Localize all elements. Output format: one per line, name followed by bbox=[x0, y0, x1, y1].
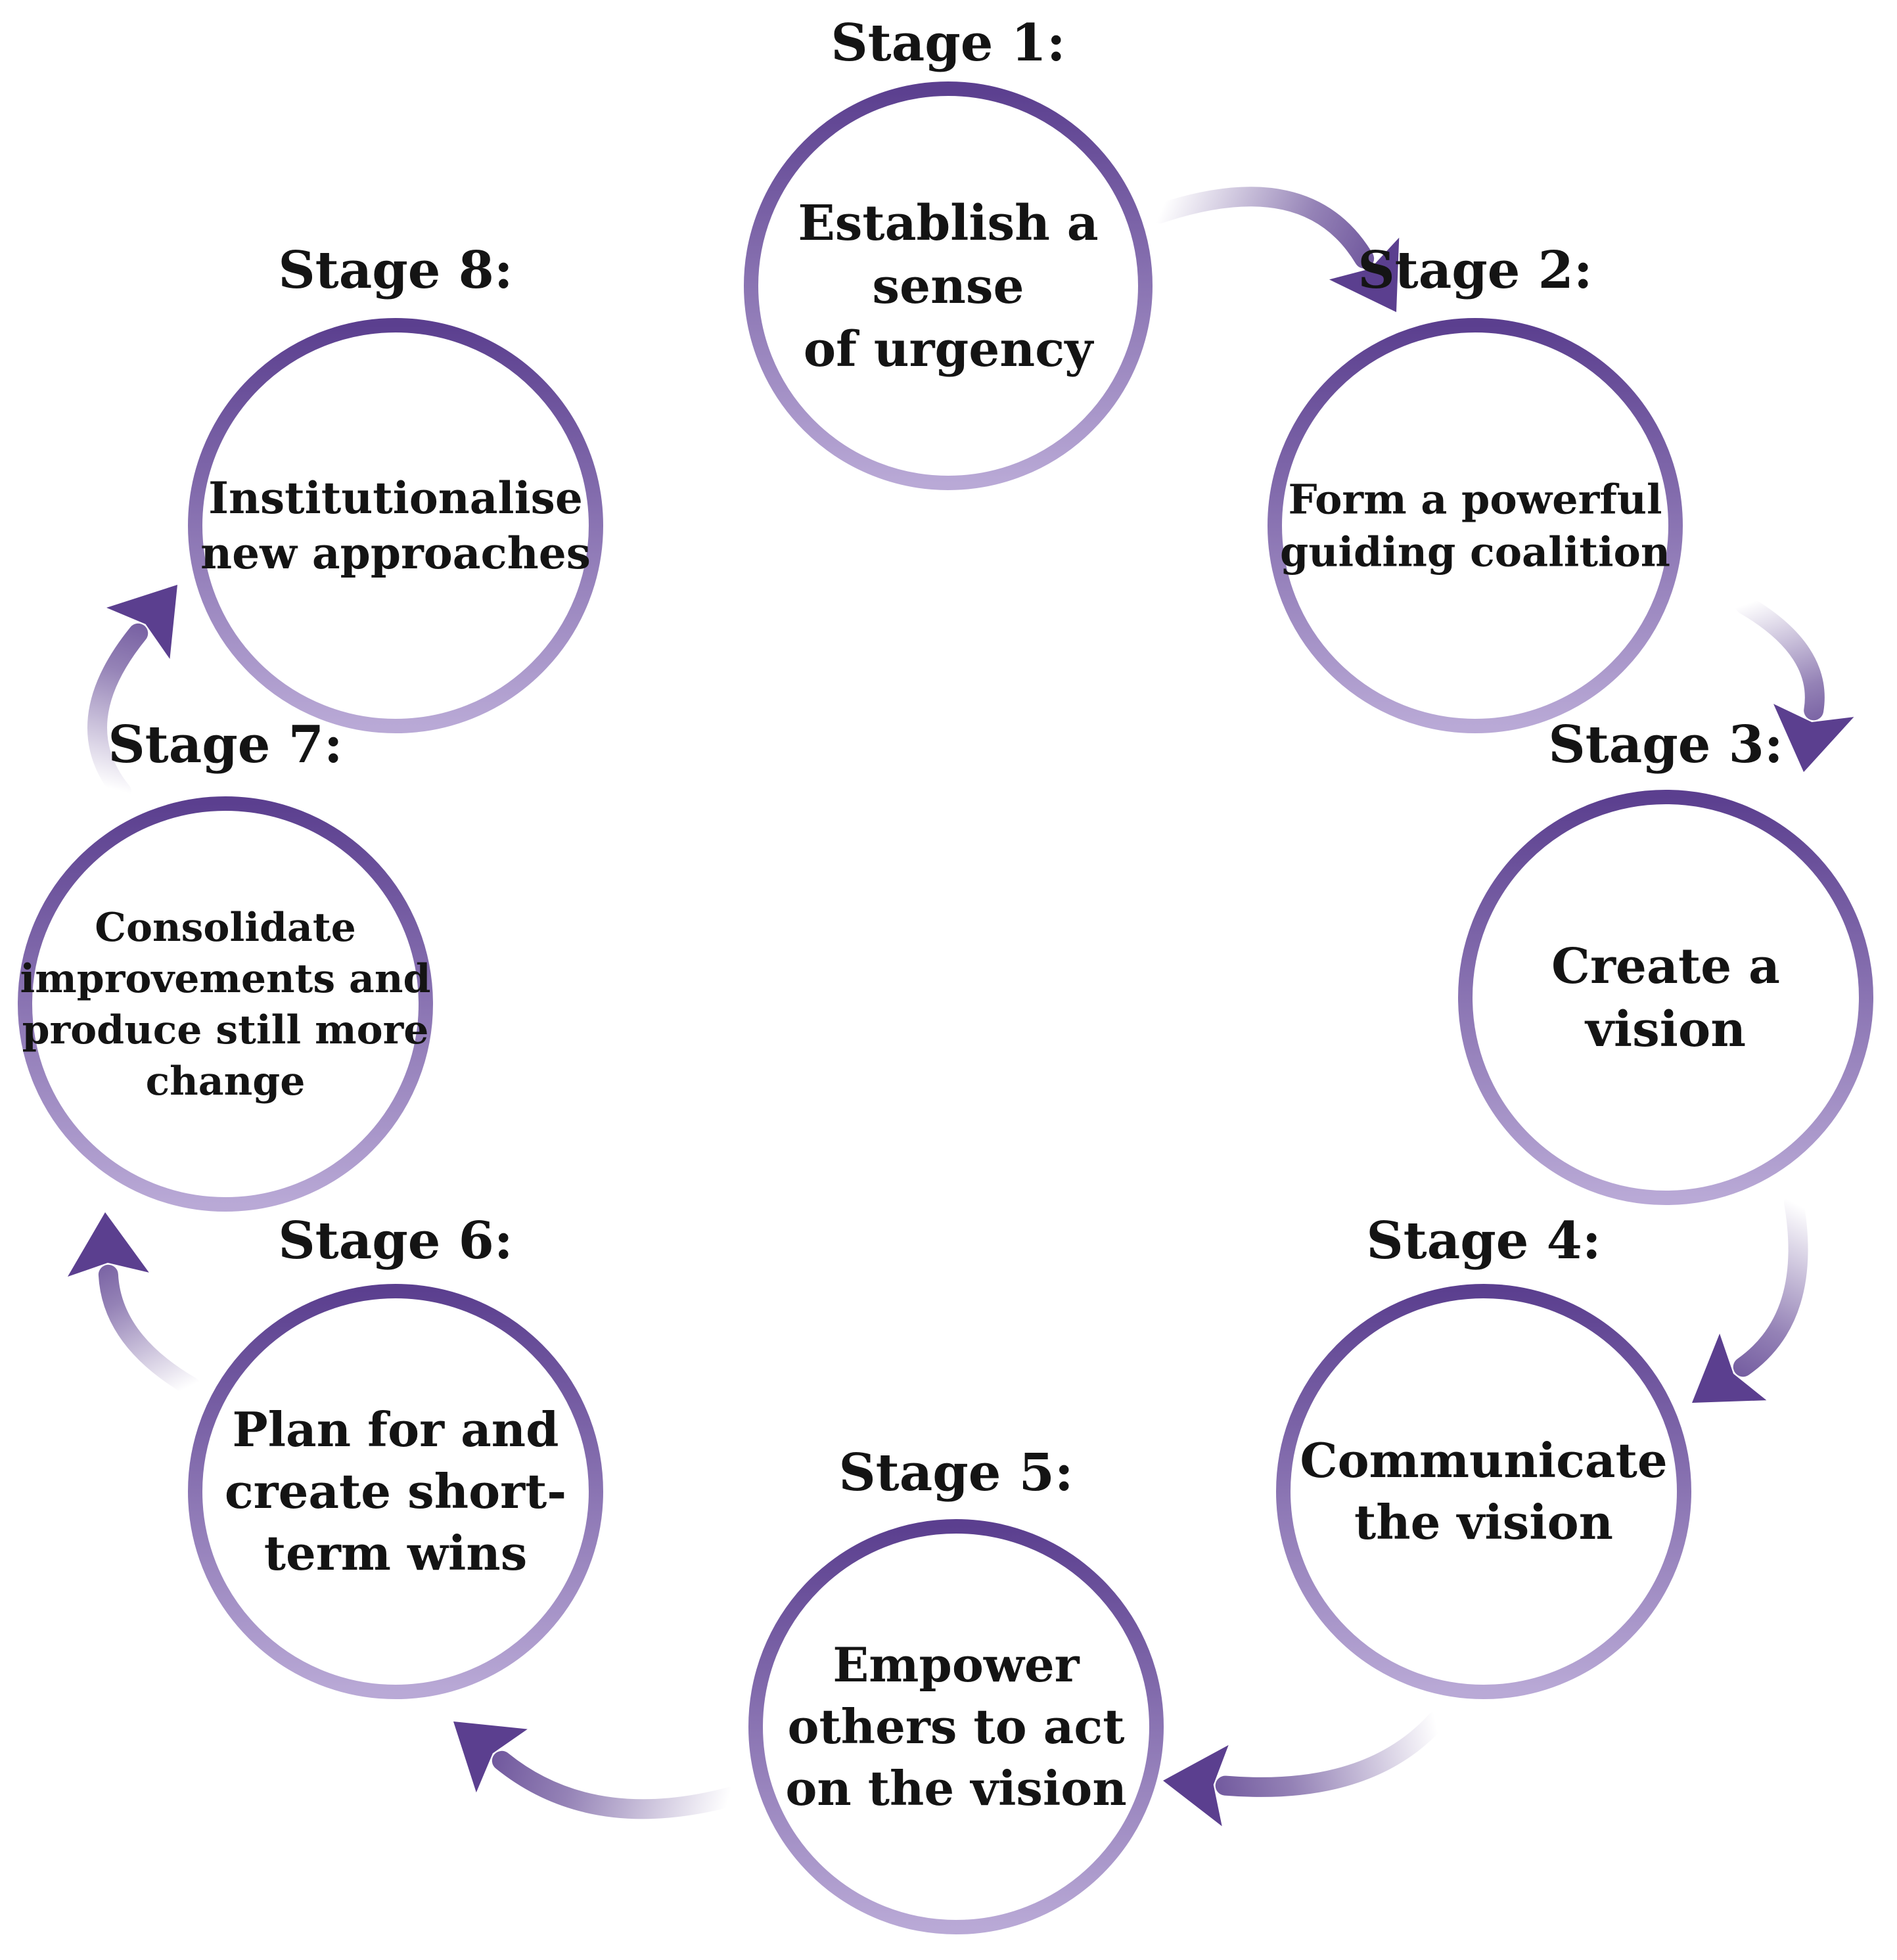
stage-5-ring bbox=[748, 1519, 1164, 1934]
arrowhead-icon bbox=[106, 585, 177, 659]
stage-8-text-line: Institutionalise bbox=[208, 472, 583, 524]
stage-6-ring bbox=[188, 1284, 603, 1699]
stage-7-text-line: change bbox=[146, 1059, 306, 1105]
arrowhead-icon bbox=[67, 1212, 149, 1277]
stage-7-label: Stage 7: bbox=[108, 715, 342, 775]
stage-1-text-line: of urgency bbox=[804, 321, 1094, 378]
cycle-arrow-3 bbox=[1733, 1193, 1808, 1377]
stage-5-label: Stage 5: bbox=[838, 1443, 1073, 1503]
arrowhead-icon bbox=[453, 1721, 528, 1792]
stage-4-label: Stage 4: bbox=[1366, 1211, 1601, 1271]
stage-2-ring bbox=[1268, 318, 1683, 733]
stage-1-ring bbox=[744, 81, 1153, 490]
cycle-arrow-1 bbox=[1150, 187, 1375, 269]
stage-3: Stage 3: Create a vision bbox=[1458, 715, 1873, 1205]
cycle-arrow-2 bbox=[1735, 595, 1825, 721]
arrowhead-icon bbox=[1329, 237, 1400, 312]
stage-5-text-line: Empower bbox=[833, 1637, 1080, 1693]
stage-3-label: Stage 3: bbox=[1548, 715, 1783, 775]
stage-8-label: Stage 8: bbox=[278, 240, 513, 300]
stage-4-text-line: Communicate bbox=[1300, 1432, 1667, 1488]
stage-5-text-line: on the vision bbox=[785, 1760, 1126, 1816]
cycle-arrow-7 bbox=[87, 623, 149, 802]
stage-3-text-line: vision bbox=[1584, 1001, 1746, 1058]
stage-7-ring bbox=[18, 796, 433, 1212]
stage-8-text-line: new approaches bbox=[200, 528, 591, 579]
stage-4: Stage 4: Communicate the vision bbox=[1276, 1211, 1691, 1699]
stage-7-text-line: improvements and bbox=[20, 956, 430, 1002]
stage-8-ring bbox=[188, 318, 603, 733]
cycle-arrows bbox=[67, 187, 1854, 1827]
stage-1-text-line: Establish a bbox=[798, 195, 1098, 252]
stage-3-ring bbox=[1458, 790, 1873, 1205]
cycle-arrow-5 bbox=[491, 1750, 739, 1819]
stage-1: Stage 1: Establish a sense of urgency bbox=[744, 13, 1153, 490]
stage-4-text-line: the vision bbox=[1354, 1494, 1613, 1550]
cycle-arrow-6 bbox=[98, 1264, 200, 1396]
stage-2-text-line: Form a powerful bbox=[1288, 476, 1662, 524]
stage-1-label: Stage 1: bbox=[831, 13, 1065, 73]
stage-6-text-line: term wins bbox=[264, 1525, 527, 1581]
arrowhead-icon bbox=[1163, 1744, 1229, 1827]
stage-6-text-line: Plan for and bbox=[233, 1402, 559, 1457]
arrowhead-icon bbox=[1773, 704, 1854, 772]
stage-2-text-line: guiding coalition bbox=[1280, 528, 1670, 576]
stage-2-label: Stage 2: bbox=[1358, 240, 1592, 300]
stage-7-text-line: Consolidate bbox=[95, 905, 356, 951]
arrowhead-icon bbox=[1692, 1333, 1767, 1403]
stage-6-text-line: create short- bbox=[225, 1463, 566, 1519]
stage-6-label: Stage 6: bbox=[278, 1211, 513, 1271]
stage-4-ring bbox=[1276, 1284, 1691, 1699]
stage-1-text-line: sense bbox=[872, 258, 1024, 315]
stage-5-text-line: others to act bbox=[787, 1698, 1124, 1754]
stage-6: Stage 6: Plan for and create short-term wi… bbox=[188, 1211, 603, 1699]
stage-7-text-line: produce still more bbox=[22, 1007, 429, 1053]
cycle-arrow-4 bbox=[1215, 1712, 1446, 1797]
stage-3-text-line: Create a bbox=[1551, 938, 1780, 995]
stage-7: Stage 7: Consolidate improvements and produ… bbox=[18, 715, 433, 1212]
